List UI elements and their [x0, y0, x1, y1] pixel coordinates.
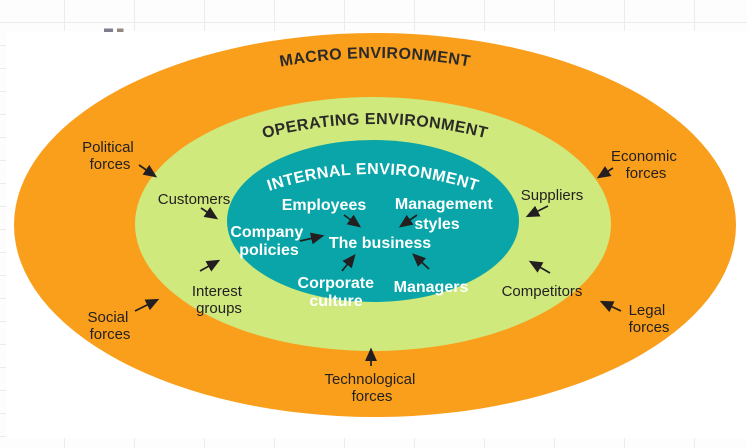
label-political-forces: Political forces	[82, 139, 138, 173]
label-the-business: The business	[329, 235, 431, 252]
label-managers: Managers	[394, 279, 469, 296]
arrow-economic-forces	[596, 166, 614, 179]
arrow-company-policies	[299, 232, 325, 245]
label-employees: Employees	[282, 197, 367, 214]
label-suppliers: Suppliers	[521, 187, 584, 204]
label-competitors: Competitors	[502, 283, 583, 300]
arrow-legal-forces	[599, 300, 622, 313]
arrow-competitors	[528, 260, 551, 274]
arrow-corporate-culture	[341, 254, 356, 272]
arrow-social-forces	[134, 298, 160, 312]
label-interest-groups: Interest groups	[192, 283, 246, 317]
ink-smudge	[104, 28, 113, 32]
arrow-interest-groups	[199, 259, 221, 272]
label-legal-forces: Legal forces	[629, 302, 670, 336]
arrows	[134, 164, 622, 366]
arrow-suppliers	[525, 205, 549, 218]
label-management-styles: Management styles	[395, 196, 497, 233]
label-customers: Customers	[158, 191, 231, 208]
label-social-forces: Social forces	[87, 309, 132, 343]
ink-smudge	[117, 28, 124, 32]
label-company-policies: Company policies	[230, 224, 307, 259]
arrow-employees	[343, 214, 362, 228]
internal-environment-ring	[227, 140, 519, 302]
label-corporate-culture: Corporate culture	[298, 275, 379, 310]
arrow-customers	[200, 206, 219, 220]
label-technological-forces: Technological forces	[324, 371, 419, 405]
arrow-management-styles	[398, 214, 418, 228]
label-economic-forces: Economic forces	[611, 148, 681, 182]
arrow-managers	[412, 253, 430, 270]
arrow-political-forces	[138, 164, 158, 178]
